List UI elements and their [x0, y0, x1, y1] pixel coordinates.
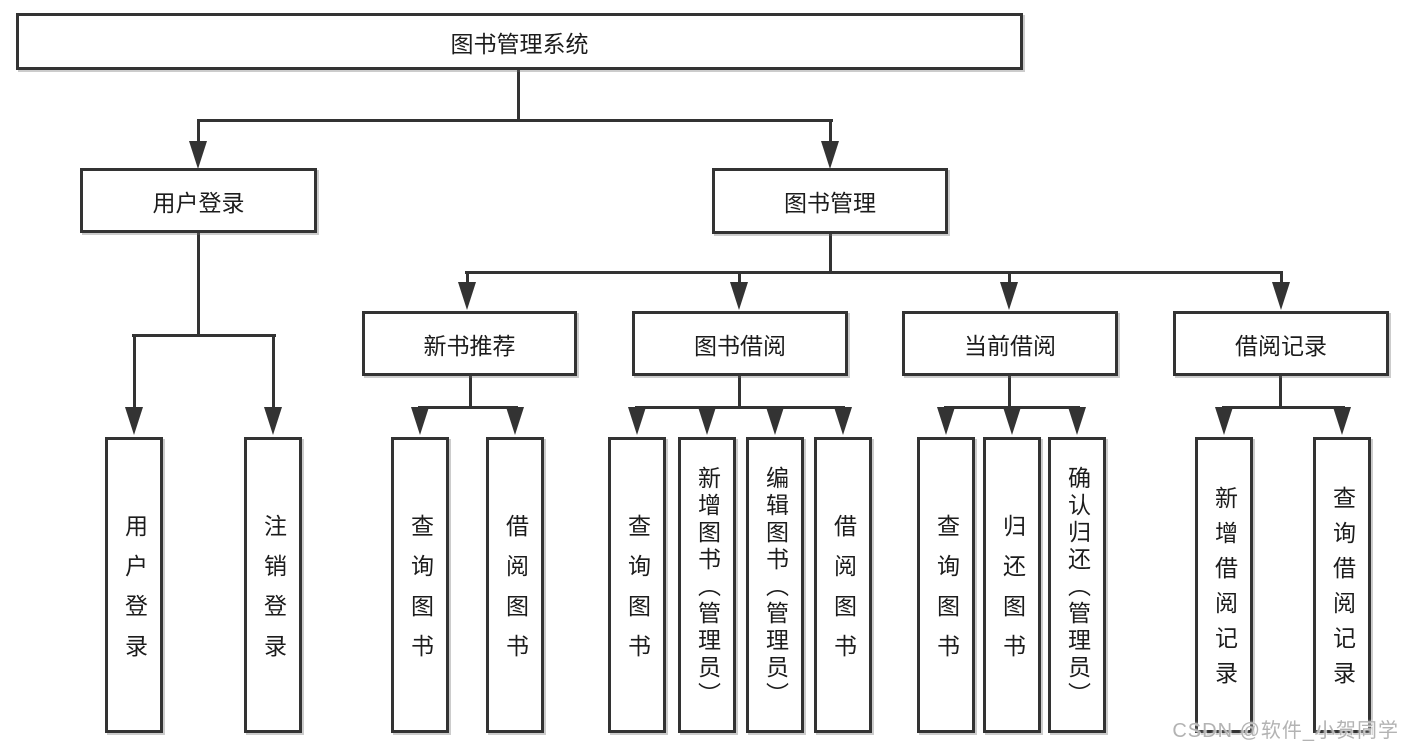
connector-borrow-horizontal [635, 406, 845, 409]
arrowhead-down-icon [1003, 407, 1021, 435]
arrowhead-down-icon [821, 141, 839, 169]
connector-shaft [197, 119, 200, 145]
connector-shaft [738, 271, 741, 285]
leaf-records-add-record: 新增借阅记录 [1195, 437, 1253, 733]
leaf-label: 查询图书 [933, 513, 960, 674]
leaf-borrow-edit-books-admin: 编辑图书（管理员） [746, 437, 804, 733]
connector-userlogin-horizontal [132, 334, 276, 337]
arrowhead-down-icon [1272, 282, 1290, 310]
connector-level2-horizontal [197, 119, 833, 122]
csdn-watermark: CSDN @软件_小贺同学 [1172, 720, 1399, 742]
leaf-label: 查询图书 [624, 513, 651, 674]
leaf-records-query-record: 查询借阅记录 [1313, 437, 1371, 733]
arrowhead-down-icon [1333, 407, 1351, 435]
arrowhead-down-icon [125, 407, 143, 435]
leaf-current-query-books: 查询图书 [917, 437, 975, 733]
leaf-user-login: 用户登录 [105, 437, 163, 733]
connector-level3-horizontal [465, 271, 1283, 274]
arrowhead-down-icon [766, 407, 784, 435]
leaf-logout: 注销登录 [244, 437, 302, 733]
connector-records-horizontal [1222, 406, 1345, 409]
leaf-label: 借阅图书 [830, 513, 857, 674]
branch-node-user-login: 用户登录 [80, 168, 317, 233]
arrowhead-down-icon [411, 407, 429, 435]
arrowhead-down-icon [1215, 407, 1233, 435]
arrowhead-down-icon [1068, 407, 1086, 435]
connector-shaft [1280, 271, 1283, 285]
root-node-book-management-system: 图书管理系统 [16, 13, 1023, 70]
connector-current-vertical [1008, 376, 1011, 408]
branch-node-book-management: 图书管理 [712, 168, 948, 234]
leaf-label: 借阅图书 [502, 513, 529, 674]
leaf-current-return-books: 归还图书 [983, 437, 1041, 733]
module-node-borrow-records: 借阅记录 [1173, 311, 1389, 376]
arrowhead-down-icon [730, 282, 748, 310]
connector-userlogin-vertical [197, 233, 200, 337]
leaf-label: 新增借阅记录 [1211, 486, 1238, 696]
connector-shaft [272, 334, 275, 410]
arrowhead-down-icon [1000, 282, 1018, 310]
connector-shaft [829, 119, 832, 145]
connector-shaft [133, 334, 136, 410]
arrowhead-down-icon [264, 407, 282, 435]
connector-borrow-vertical [738, 376, 741, 408]
leaf-current-confirm-return-admin: 确认归还（管理员） [1048, 437, 1106, 733]
leaf-label: 编辑图书（管理员） [762, 465, 789, 709]
connector-records-vertical [1279, 376, 1282, 408]
leaf-label: 新增图书（管理员） [694, 465, 721, 709]
leaf-borrow-query-books: 查询图书 [608, 437, 666, 733]
connector-shaft [1008, 271, 1011, 285]
leaf-borrow-add-books-admin: 新增图书（管理员） [678, 437, 736, 733]
connector-bookmgmt-vertical [829, 234, 832, 274]
leaf-label: 查询图书 [407, 513, 434, 674]
leaf-label: 归还图书 [999, 513, 1026, 674]
leaf-recommend-borrow-books: 借阅图书 [486, 437, 544, 733]
connector-recommend-horizontal [418, 406, 518, 409]
module-node-book-borrow: 图书借阅 [632, 311, 848, 376]
connector-recommend-vertical [469, 376, 472, 408]
arrowhead-down-icon [458, 282, 476, 310]
arrowhead-down-icon [834, 407, 852, 435]
leaf-label: 确认归还（管理员） [1064, 465, 1091, 709]
arrowhead-down-icon [628, 407, 646, 435]
arrowhead-down-icon [506, 407, 524, 435]
module-node-new-book-recommend: 新书推荐 [362, 311, 577, 376]
connector-shaft [466, 271, 469, 285]
leaf-label: 查询借阅记录 [1329, 486, 1356, 696]
arrowhead-down-icon [698, 407, 716, 435]
leaf-recommend-query-books: 查询图书 [391, 437, 449, 733]
leaf-borrow-borrow-books: 借阅图书 [814, 437, 872, 733]
connector-root-vertical [517, 70, 520, 122]
leaf-label: 用户登录 [121, 513, 148, 674]
leaf-label: 注销登录 [260, 513, 287, 674]
arrowhead-down-icon [189, 141, 207, 169]
arrowhead-down-icon [937, 407, 955, 435]
module-node-current-borrow: 当前借阅 [902, 311, 1118, 376]
